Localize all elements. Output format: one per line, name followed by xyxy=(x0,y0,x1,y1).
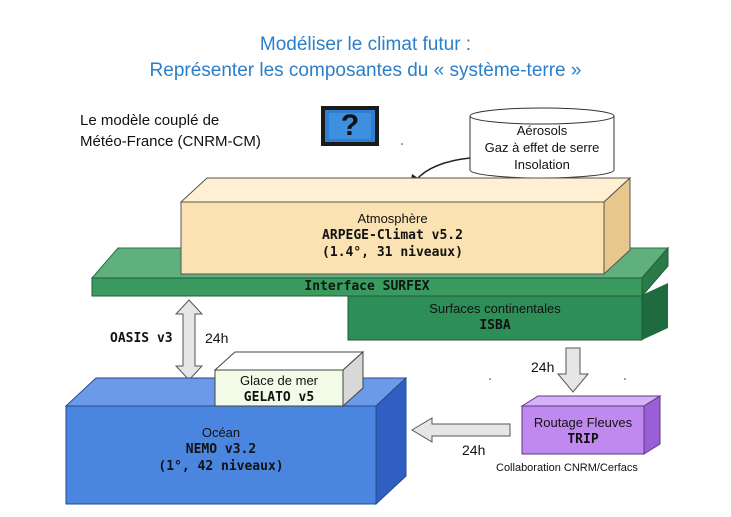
ice-name: Glace de mer xyxy=(239,373,319,388)
collaboration-note: Collaboration CNRM/Cerfacs xyxy=(496,462,638,474)
forcing-arrow xyxy=(415,157,471,181)
oasis-double-arrow xyxy=(174,299,204,381)
surfaces-model: ISBA xyxy=(479,318,511,333)
oasis-period: 24h xyxy=(205,330,229,346)
rivers-period-out: 24h xyxy=(462,442,486,458)
atmosphere-block xyxy=(179,176,632,276)
caption: Le modèle couplé de Météo-France (CNRM-C… xyxy=(80,110,261,152)
ocean-resolution: (1°, 42 niveaux) xyxy=(158,459,284,474)
title-line-1: Modéliser le climat futur : xyxy=(259,34,472,55)
forcing-greenhouse: Gaz à effet de serre xyxy=(484,140,600,155)
rivers-text: Routage Fleuves TRIP xyxy=(522,414,644,448)
atmosphere-model: ARPEGE-Climat v5.2 xyxy=(322,228,463,243)
atmosphere-name: Atmosphère xyxy=(357,211,428,226)
question-mark-icon: ? xyxy=(340,109,360,142)
ocean-text: Océan NEMO v3.2 (1°, 42 niveaux) xyxy=(66,424,376,475)
ice-text: Glace de mer GELATO v5 xyxy=(215,372,343,406)
ice-model: GELATO v5 xyxy=(243,390,315,405)
surfaces-text: Surfaces continentales ISBA xyxy=(348,300,642,334)
rivers-block xyxy=(520,395,662,455)
caption-line-1: Le modèle couplé de xyxy=(80,112,220,129)
atmosphere-resolution: (1.4°, 31 niveaux) xyxy=(322,245,463,260)
title-line-2: Représenter les composantes du « système… xyxy=(149,60,582,81)
caption-line-2: Météo-France (CNRM-CM) xyxy=(80,133,261,150)
forcing-insolation: Insolation xyxy=(514,157,570,172)
ocean-model: NEMO v3.2 xyxy=(185,442,257,457)
oasis-label: OASIS v3 xyxy=(110,331,173,346)
atmosphere-text: Atmosphère ARPEGE-Climat v5.2 (1.4°, 31 … xyxy=(181,210,604,261)
surfex-label: Interface SURFEX xyxy=(304,279,430,294)
rivers-model: TRIP xyxy=(567,432,599,447)
ocean-name: Océan xyxy=(201,425,241,440)
ice-block xyxy=(213,350,365,408)
rivers-period-in: 24h xyxy=(531,359,555,375)
forcings-cylinder xyxy=(469,107,615,179)
rivers-name: Routage Fleuves xyxy=(533,415,633,430)
left-arrow-ocean xyxy=(411,417,511,443)
question-box[interactable] xyxy=(321,106,379,146)
forcing-aerosols: Aérosols xyxy=(516,123,568,138)
down-arrow-trip xyxy=(556,347,590,393)
surfaces-name: Surfaces continentales xyxy=(429,301,561,316)
surfaces-block xyxy=(347,283,668,341)
forcings-text: Aérosols Gaz à effet de serre Insolation xyxy=(470,122,614,173)
